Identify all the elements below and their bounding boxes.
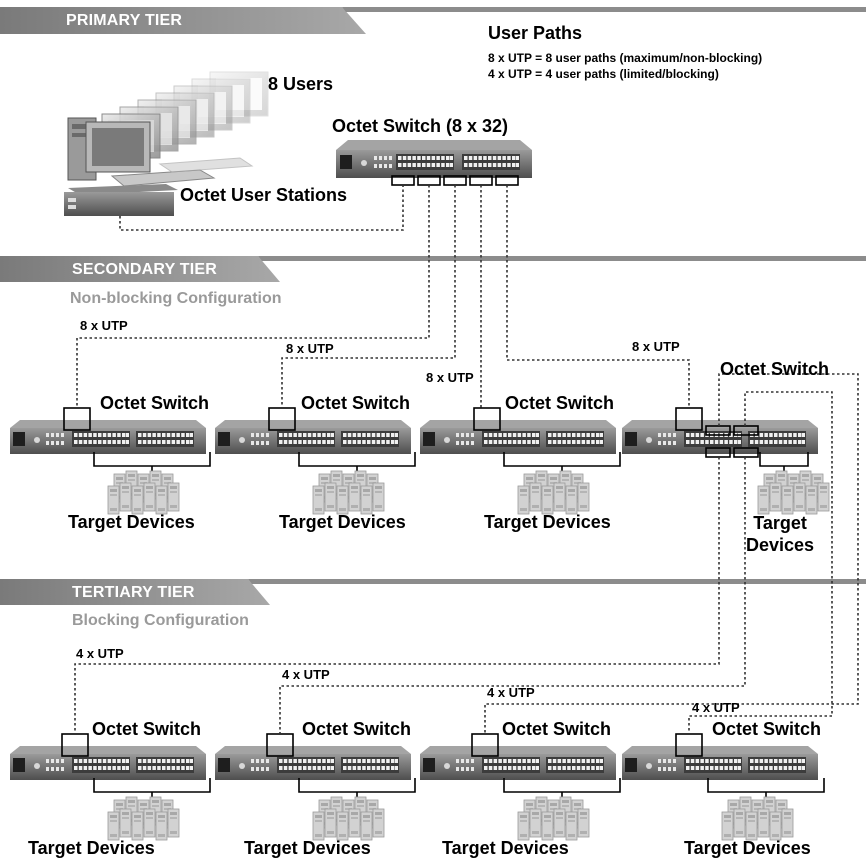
secondary-switch-2-label: Octet Switch [301, 393, 411, 413]
tertiary-targets-2 [313, 797, 384, 840]
utp-label-4-d: 4 x UTP [692, 700, 740, 715]
secondary-switch-1 [10, 420, 206, 454]
secondary-targets-3 [518, 471, 589, 514]
secondary-targets-2-label: Target Devices [279, 512, 406, 532]
user-paths-line-2: 4 x UTP = 4 user paths (limited/blocking… [488, 67, 719, 81]
utp-label-8-a: 8 x UTP [80, 318, 128, 333]
secondary-switch-3 [420, 420, 616, 454]
tertiary-switch-1 [10, 746, 206, 780]
primary-tier-title: PRIMARY TIER [66, 12, 183, 29]
user-stations-label: Octet User Stations [180, 185, 348, 205]
secondary-targets-3-label: Target Devices [484, 512, 611, 532]
secondary-config-label: Non-blocking Configuration [70, 290, 282, 307]
secondary-targets-4-label: Target Devices [746, 512, 814, 556]
main-octet-switch [336, 140, 532, 186]
primary-tier-banner [0, 7, 866, 34]
tertiary-config-label: Blocking Configuration [72, 612, 249, 629]
tertiary-switch-1-label: Octet Switch [92, 719, 202, 739]
user-paths-line-1: 8 x UTP = 8 user paths (maximum/non-bloc… [488, 51, 763, 65]
tertiary-switch-4 [622, 746, 818, 780]
secondary-targets-1-label: Target Devices [68, 512, 195, 532]
tertiary-targets-4-label: Target Devices [684, 838, 811, 858]
tertiary-targets-3-label: Target Devices [442, 838, 569, 858]
secondary-tier-banner [0, 256, 866, 282]
secondary-targets-1 [108, 471, 179, 514]
secondary-uplink-ports [63, 407, 759, 458]
secondary-switch-2 [215, 420, 411, 454]
main-switch-label: Octet Switch (8 x 32) [332, 116, 509, 136]
tertiary-targets-3 [518, 797, 589, 840]
tertiary-targets-4 [722, 797, 793, 840]
users-stack-image [64, 71, 269, 216]
tertiary-switch-3-label: Octet Switch [502, 719, 612, 739]
users-label: 8 Users [268, 74, 334, 94]
secondary-tier-title: SECONDARY TIER [72, 261, 218, 278]
tertiary-switch-2-label: Octet Switch [302, 719, 412, 739]
tertiary-switch-3 [420, 746, 616, 780]
secondary-switch-1-label: Octet Switch [100, 393, 210, 413]
utp-label-4-c: 4 x UTP [487, 685, 535, 700]
utp-label-4-a: 4 x UTP [76, 646, 124, 661]
secondary-targets-4 [758, 471, 829, 514]
tertiary-targets-1-label: Target Devices [28, 838, 155, 858]
tertiary-tier-title: TERTIARY TIER [72, 584, 195, 601]
tertiary-targets-2-label: Target Devices [244, 838, 371, 858]
tertiary-targets-1 [108, 797, 179, 840]
tertiary-tier-banner [0, 579, 866, 605]
utp-label-8-b: 8 x UTP [286, 341, 334, 356]
targets-label-line-2: Devices [746, 535, 815, 555]
utp-label-8-d: 8 x UTP [632, 339, 680, 354]
secondary-switch-4 [622, 420, 818, 454]
secondary-targets-2 [313, 471, 384, 514]
secondary-switch-4-label: Octet Switch [720, 359, 830, 379]
user-paths-title: User Paths [488, 23, 583, 43]
utp-label-8-c: 8 x UTP [426, 370, 474, 385]
utp-label-4-b: 4 x UTP [282, 667, 330, 682]
targets-label-line-1: Target [753, 513, 807, 533]
secondary-switch-3-label: Octet Switch [505, 393, 615, 413]
utp-cables [74, 185, 859, 734]
tertiary-switch-4-label: Octet Switch [712, 719, 822, 739]
tertiary-switch-2 [215, 746, 411, 780]
